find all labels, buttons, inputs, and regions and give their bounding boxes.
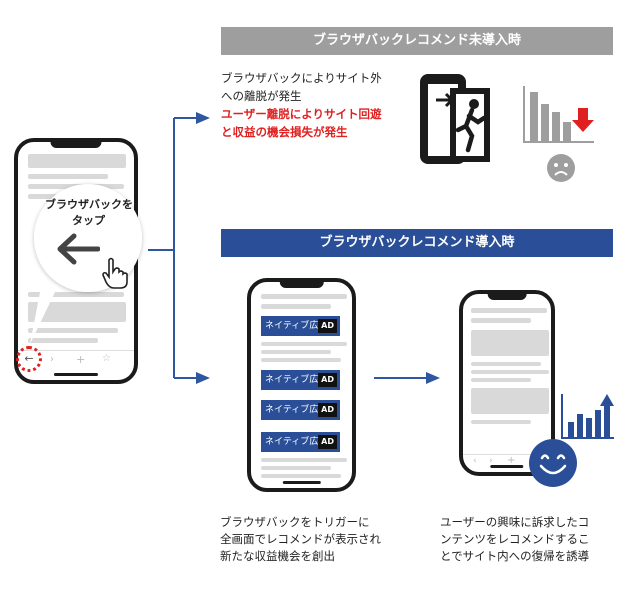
- ad-tag: AD: [318, 435, 337, 449]
- banner-with: ブラウザバックレコメンド導入時: [221, 229, 613, 257]
- caption-right-1: ユーザーの興味に訴求したコ: [440, 515, 590, 529]
- caption-left-3: 新たな収益機会を創出: [220, 549, 335, 563]
- caption-left-2: 全画面でレコメンドが表示され: [220, 532, 381, 546]
- bubble-line-1: ブラウザバックを: [45, 198, 133, 211]
- ad-tag: AD: [318, 319, 337, 333]
- caption-right-2: ンテンツをレコメンドするこ: [440, 532, 590, 546]
- nav-star-icon: ☆: [102, 353, 111, 364]
- without-line-3: ユーザー離脱によりサイト回遊: [221, 107, 382, 121]
- without-line-4: と収益の機会損失が発生: [221, 125, 348, 139]
- ad-label: ネイティブ広告: [265, 375, 328, 385]
- nav-forward-icon: ›: [50, 354, 54, 365]
- nav-plus-icon: +: [507, 455, 516, 466]
- exit-phone-icon: [416, 70, 498, 168]
- nav-plus-icon: +: [76, 353, 86, 366]
- without-line-1: ブラウザバックによりサイト外: [221, 71, 382, 85]
- smile-face-icon: [528, 438, 578, 488]
- nav-forward-icon: ›: [489, 456, 493, 466]
- ad-label: ネイティブ広告: [265, 405, 328, 415]
- back-button-highlight[interactable]: ←: [16, 346, 42, 372]
- without-line-2: への離脱が発生: [221, 89, 302, 103]
- hand-pointer-icon: [100, 256, 130, 290]
- ad-label: ネイティブ広告: [265, 321, 328, 331]
- ad-tag: AD: [318, 373, 337, 387]
- declining-chart-icon: [520, 82, 600, 182]
- sad-face-icon: [546, 153, 576, 183]
- nav-back-icon: ‹: [473, 456, 477, 466]
- ad-tag: AD: [318, 403, 337, 417]
- rising-chart-icon: [560, 392, 616, 442]
- ad-label: ネイティブ広告: [265, 437, 328, 447]
- bubble-line-2: タップ: [72, 214, 105, 227]
- back-arrow-icon: [54, 232, 101, 266]
- caption-left-1: ブラウザバックをトリガーに: [220, 515, 370, 529]
- banner-without: ブラウザバックレコメンド未導入時: [221, 27, 613, 55]
- tap-bubble: [28, 180, 148, 300]
- bubble-tail: [24, 282, 64, 346]
- caption-right-3: とでサイト内への復帰を誘導: [440, 549, 590, 563]
